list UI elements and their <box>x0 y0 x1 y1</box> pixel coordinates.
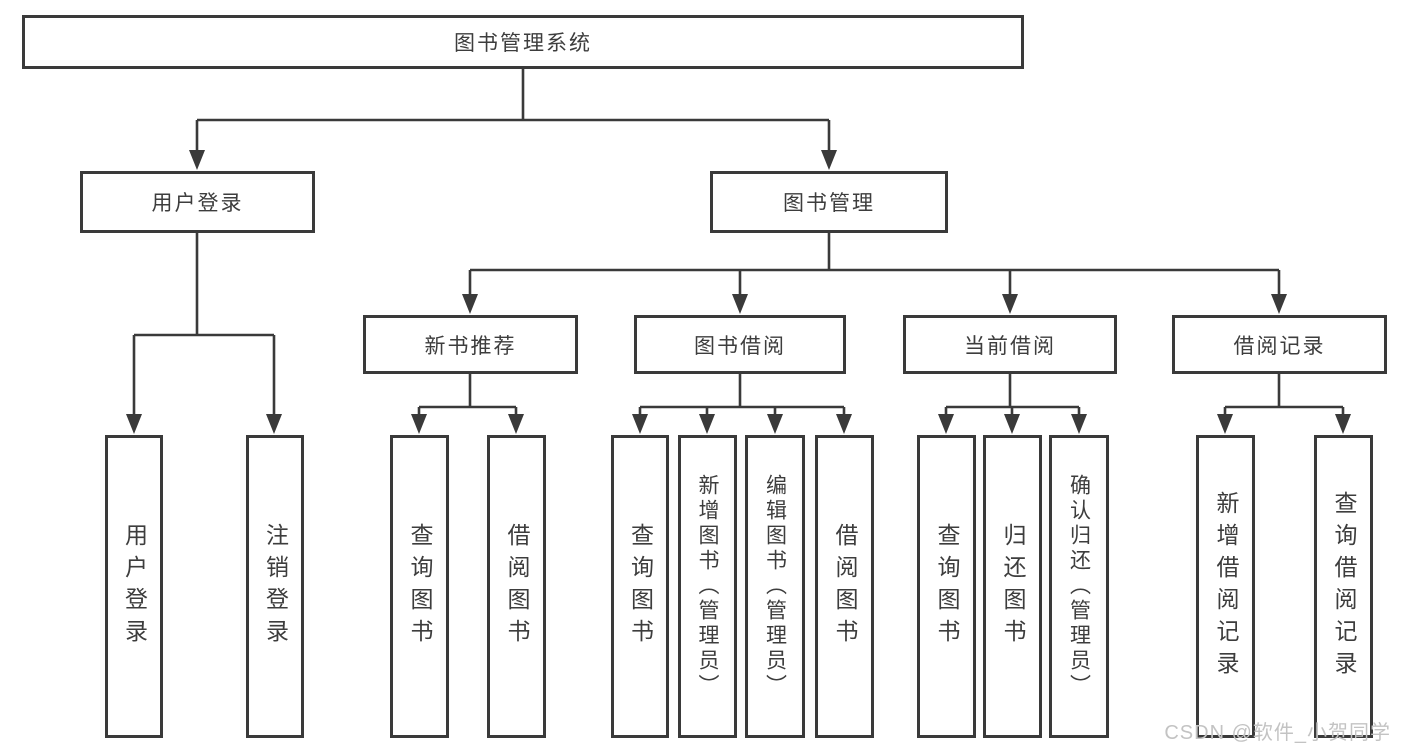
connector-book-management-children <box>462 233 1287 314</box>
node-current-borrow: 当前借阅 <box>903 315 1117 374</box>
arrowhead-down-icon <box>266 414 282 434</box>
arrowhead-down-icon <box>1071 414 1087 434</box>
leaf-add-book-admin: 新增图书（管理员） <box>678 435 737 738</box>
arrowhead-down-icon <box>836 414 852 434</box>
leaf-logout: 注销登录 <box>246 435 304 738</box>
arrowhead-down-icon <box>699 414 715 434</box>
leaf-label: 查询借阅记录 <box>1331 490 1357 683</box>
leaf-label: 借阅图书 <box>832 522 858 651</box>
leaf-label: 新增借阅记录 <box>1213 490 1239 683</box>
leaf-label: 查询图书 <box>934 522 960 651</box>
leaf-label: 用户登录 <box>121 522 148 651</box>
arrowhead-down-icon <box>1004 414 1020 434</box>
leaf-query-books-3: 查询图书 <box>917 435 976 738</box>
node-new-book-recommend: 新书推荐 <box>363 315 578 374</box>
leaf-label: 确认归还（管理员） <box>1067 474 1091 699</box>
leaf-borrow-books-2: 借阅图书 <box>815 435 874 738</box>
leaf-label: 查询图书 <box>627 522 654 651</box>
arrowhead-down-icon <box>632 414 648 434</box>
leaf-add-borrow-record: 新增借阅记录 <box>1196 435 1255 738</box>
arrowhead-down-icon <box>938 414 954 434</box>
node-user-login-branch: 用户登录 <box>80 171 315 233</box>
arrowhead-down-icon <box>732 294 748 314</box>
arrowhead-down-icon <box>462 294 478 314</box>
leaf-query-borrow-record: 查询借阅记录 <box>1314 435 1373 738</box>
leaf-label: 查询图书 <box>407 522 433 651</box>
arrowhead-down-icon <box>1335 414 1351 434</box>
leaf-user-login: 用户登录 <box>105 435 163 738</box>
node-borrow-record: 借阅记录 <box>1172 315 1387 374</box>
arrowhead-down-icon <box>767 414 783 434</box>
arrowhead-down-icon <box>508 414 524 434</box>
leaf-label: 新增图书（管理员） <box>696 474 719 699</box>
leaf-query-books-1: 查询图书 <box>390 435 449 738</box>
arrowhead-down-icon <box>1217 414 1233 434</box>
leaf-edit-book-admin: 编辑图书（管理员） <box>745 435 805 738</box>
csdn-watermark: CSDN @软件_小贺同学 <box>1164 722 1391 744</box>
arrowhead-down-icon <box>126 414 142 434</box>
connector-root-to-level2 <box>189 68 837 170</box>
connector-new-book-recommend-children <box>411 374 524 434</box>
arrowhead-down-icon <box>1271 294 1287 314</box>
node-book-borrow: 图书借阅 <box>634 315 846 374</box>
node-book-management-branch: 图书管理 <box>710 171 948 233</box>
leaf-return-books: 归还图书 <box>983 435 1042 738</box>
leaf-label: 注销登录 <box>262 522 289 651</box>
connector-user-login-children <box>126 233 282 434</box>
connector-book-borrow-children <box>632 374 852 434</box>
leaf-label: 编辑图书（管理员） <box>763 474 787 699</box>
leaf-borrow-books-1: 借阅图书 <box>487 435 546 738</box>
leaf-query-books-2: 查询图书 <box>611 435 669 738</box>
arrowhead-down-icon <box>411 414 427 434</box>
arrowhead-down-icon <box>189 150 205 170</box>
arrowhead-down-icon <box>821 150 837 170</box>
connector-current-borrow-children <box>938 374 1087 434</box>
node-library-management-system: 图书管理系统 <box>22 15 1024 69</box>
arrowhead-down-icon <box>1002 294 1018 314</box>
leaf-label: 借阅图书 <box>504 522 530 651</box>
leaf-label: 归还图书 <box>1000 522 1026 651</box>
leaf-confirm-return-admin: 确认归还（管理员） <box>1049 435 1109 738</box>
connector-borrow-record-children <box>1217 374 1351 434</box>
